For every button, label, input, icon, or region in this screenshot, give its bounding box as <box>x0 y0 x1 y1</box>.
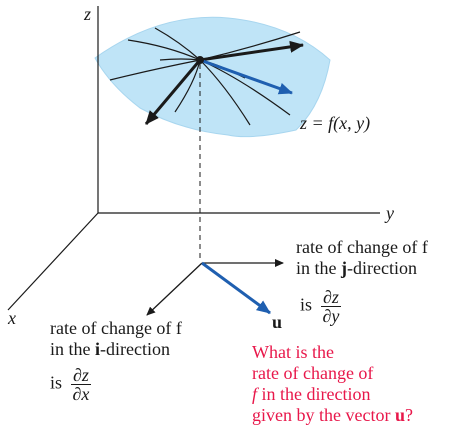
x-axis-label: x <box>8 308 16 328</box>
z-axis-label: z <box>84 4 92 24</box>
tangent-vector-u <box>199 58 293 95</box>
question-line4: given by the vector u? <box>252 405 413 425</box>
j-partial: is ∂z∂y <box>300 287 342 326</box>
question-line1: What is the <box>252 342 334 362</box>
tangent-vector-j <box>199 40 304 62</box>
base-arrow-u <box>201 261 271 315</box>
i-partial: is ∂z∂x <box>50 365 92 404</box>
u-vector-label: u <box>272 312 283 332</box>
i-rate-line2: in the i-direction <box>50 339 170 359</box>
tangent-vector-i <box>144 59 202 125</box>
base-arrow-i <box>146 262 203 316</box>
question-line3: f in the direction <box>252 384 371 404</box>
surface-point <box>196 56 204 64</box>
i-rate-line1: rate of change of f <box>50 318 182 338</box>
j-rate-line1: rate of change of f <box>296 237 428 257</box>
x-axis <box>7 212 99 311</box>
surface-label: z = f(x, y) <box>300 113 371 133</box>
j-rate-line2: in the j-direction <box>296 258 417 278</box>
y-axis-label: y <box>386 203 394 223</box>
question-line2: rate of change of <box>252 363 374 383</box>
surface-patch <box>94 16 331 138</box>
